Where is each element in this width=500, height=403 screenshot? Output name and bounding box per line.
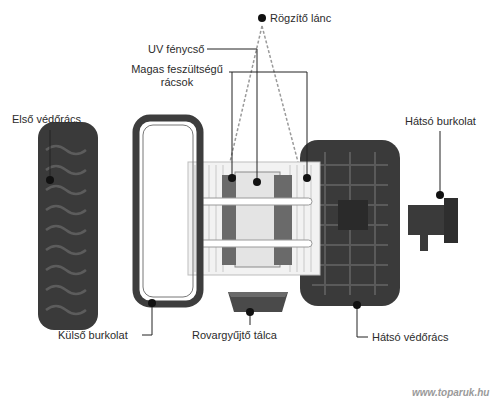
leader-lines — [50, 18, 440, 337]
part-label: Első védőrács — [12, 113, 81, 126]
high-voltage-grids — [188, 162, 320, 275]
part-label: Magas feszültségű rácsok — [128, 63, 226, 89]
part-label: Rovargyűjtő tálca — [192, 329, 277, 342]
leader-dots — [46, 14, 444, 316]
part-label: Rögzítő lánc — [270, 12, 331, 25]
back-cover — [408, 198, 458, 251]
part-label: Hátsó burkolat — [405, 115, 476, 128]
uv-tubes — [200, 198, 312, 247]
outer-frame — [136, 118, 200, 304]
front-grill — [38, 122, 98, 330]
hanging-chain — [230, 26, 298, 162]
part-label: UV fénycső — [148, 43, 204, 56]
part-label: Hátsó védőrács — [372, 331, 448, 344]
watermark: www.toparuk.hu — [412, 386, 489, 399]
collection-tray — [228, 292, 288, 312]
part-label: Külső burkolat — [58, 329, 128, 342]
